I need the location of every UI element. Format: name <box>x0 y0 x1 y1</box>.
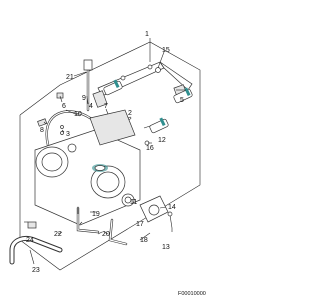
assembly-frame <box>19 41 201 271</box>
washer-8 <box>37 118 48 127</box>
callout-15: 15 <box>162 47 170 54</box>
callout-14: 14 <box>168 204 176 211</box>
callout-22: 22 <box>54 231 62 238</box>
clamp-22 <box>27 221 37 229</box>
bent-hose <box>9 235 63 265</box>
callout-24: 24 <box>26 237 34 244</box>
callout-8: 8 <box>40 127 44 134</box>
screw-14 <box>167 211 173 229</box>
callout-9: 9 <box>82 95 86 102</box>
callout-17: 17 <box>136 221 144 228</box>
bolt-15 <box>155 67 161 73</box>
callout-labels: 1 2 3 4 5 6 7 8 9 10 11 12 13 14 15 16 1… <box>26 31 206 297</box>
callout-6: 6 <box>62 103 66 110</box>
callout-23: 23 <box>32 267 40 274</box>
screws-3 <box>60 125 64 135</box>
fuel-injector-left <box>103 79 123 96</box>
callout-12: 12 <box>158 137 166 144</box>
callout-4: 4 <box>89 103 93 110</box>
throttle-body <box>34 109 141 226</box>
throttle-body-exploded-diagram: 1 2 3 4 5 6 7 8 9 10 11 12 13 14 15 16 1… <box>9 31 206 297</box>
callout-18: 18 <box>140 237 148 244</box>
callout-20: 20 <box>102 231 110 238</box>
callout-3: 3 <box>66 131 70 138</box>
callout-7: 7 <box>104 103 108 110</box>
callout-2: 2 <box>128 110 132 117</box>
idle-hose-lower <box>76 206 128 246</box>
callout-10: 10 <box>74 111 82 118</box>
leader-lines <box>24 38 186 265</box>
throttle-position-sensor <box>139 195 169 223</box>
cap-6 <box>56 92 64 99</box>
callout-5: 5 <box>180 97 184 104</box>
callout-11: 11 <box>130 199 137 206</box>
callout-21: 21 <box>66 74 74 81</box>
callout-13: 13 <box>162 244 170 251</box>
callout-19: 19 <box>92 211 100 218</box>
injector-lower-12 <box>149 117 169 134</box>
callout-16: 16 <box>146 145 154 152</box>
callout-1: 1 <box>145 31 149 38</box>
diagram-code: F00010000 <box>178 291 206 297</box>
fuel-injector-right <box>173 87 193 104</box>
